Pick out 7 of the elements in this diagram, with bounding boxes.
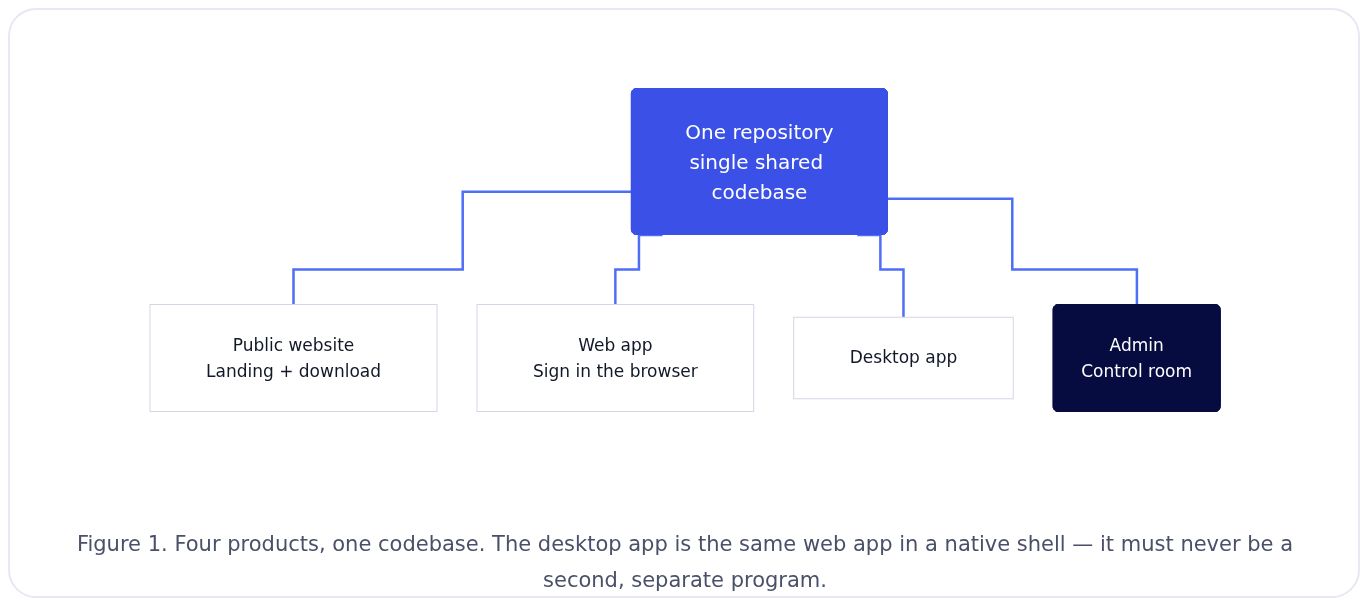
node-box: Web app Sign in the browser xyxy=(476,304,755,412)
connector xyxy=(614,233,663,306)
node-box: Desktop app xyxy=(793,316,1014,400)
connector xyxy=(292,190,632,306)
node-box: Public website Landing + download xyxy=(149,304,438,412)
figure-caption: Figure 1. Four products, one codebase. The desktop app is the same web app in a native shell — it must never be a second, separate program. xyxy=(75,531,1295,594)
connector xyxy=(857,233,905,319)
